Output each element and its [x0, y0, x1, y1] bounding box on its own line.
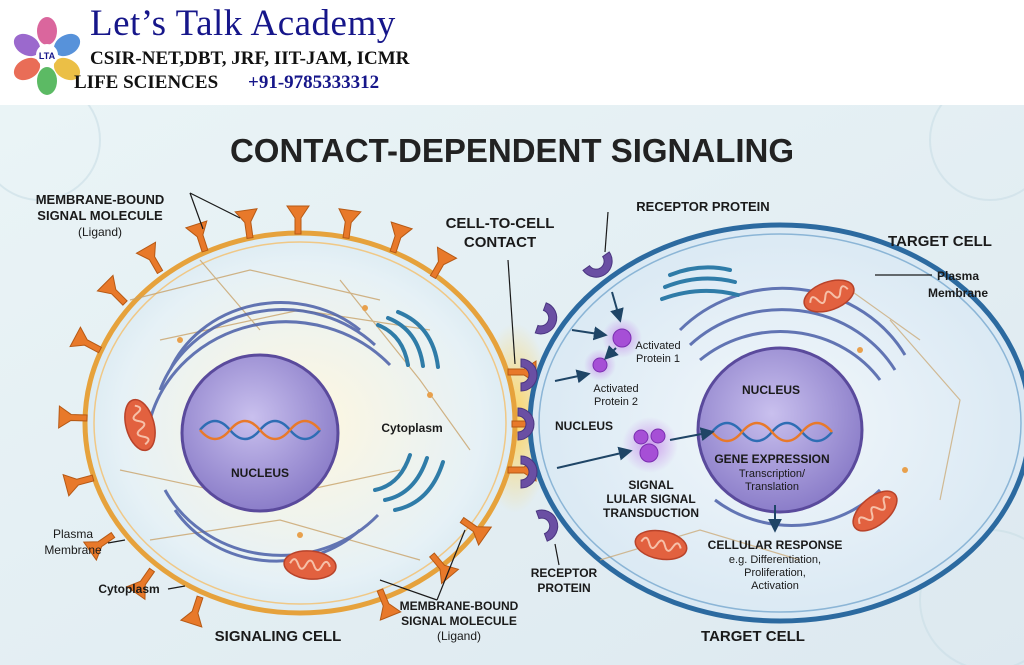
- label-response-1: CELLULAR RESPONSE: [708, 538, 843, 552]
- diagram-labels: MEMBRANE-BOUND SIGNAL MOLECULE (Ligand) …: [36, 192, 992, 645]
- label-gene-expression: GENE EXPRESSION: [714, 452, 829, 466]
- signaling-cell: [82, 230, 518, 616]
- label-response-2: e.g. Differentiation,: [729, 554, 821, 566]
- label-target-cell-top: TARGET CELL: [888, 233, 992, 250]
- label-transduction-2: LULAR SIGNAL: [606, 492, 695, 506]
- label-activated-1-a: Activated: [635, 340, 680, 352]
- label-nucleus-middle: NUCLEUS: [555, 419, 613, 433]
- brand-name: Let’s Talk Academy: [90, 3, 396, 44]
- label-ligand-top-3: (Ligand): [78, 225, 122, 239]
- brand-exams: CSIR-NET,DBT, JRF, IIT-JAM, ICMR: [90, 48, 410, 69]
- brand-subject: LIFE SCIENCES: [74, 72, 219, 93]
- label-transcription: Transcription/: [739, 468, 806, 480]
- academy-header: LTA Let’s Talk Academy CSIR-NET,DBT, JRF…: [0, 0, 1024, 105]
- label-contact-1: CELL-TO-CELL: [446, 215, 555, 232]
- label-ligand-top-1: MEMBRANE-BOUND: [36, 192, 165, 207]
- label-cytoplasm-left: Cytoplasm: [98, 582, 159, 596]
- label-plasma-left-1: Plasma: [53, 527, 93, 541]
- label-ligand-bottom-3: (Ligand): [437, 629, 481, 643]
- label-ligand-bottom-2: SIGNAL MOLECULE: [401, 614, 517, 628]
- target-cell: [527, 222, 1024, 624]
- label-contact-2: CONTACT: [464, 234, 536, 251]
- label-pointer-lines: [107, 192, 932, 601]
- signal-arrows: [554, 291, 782, 533]
- label-response-3: Proliferation,: [744, 567, 806, 579]
- label-plasma-right-1: Plasma: [937, 269, 979, 283]
- label-ligand-top-2: SIGNAL MOLECULE: [37, 208, 163, 223]
- label-transduction-3: TRANSDUCTION: [603, 506, 699, 520]
- label-receptor-bottom-2: PROTEIN: [537, 581, 590, 595]
- label-activated-2-a: Activated: [593, 383, 638, 395]
- diagram-title: CONTACT-DEPENDENT SIGNALING: [230, 132, 794, 169]
- label-plasma-left-2: Membrane: [44, 543, 102, 557]
- label-ligand-bottom-1: MEMBRANE-BOUND: [400, 599, 519, 613]
- academy-logo-icon: LTA: [13, 17, 81, 95]
- label-receptor-bottom-1: RECEPTOR: [531, 566, 598, 580]
- label-nucleus-left: NUCLEUS: [231, 466, 289, 480]
- label-transduction-1: SIGNAL: [628, 478, 673, 492]
- label-signaling-cell: SIGNALING CELL: [215, 628, 342, 645]
- svg-text:LTA: LTA: [39, 51, 56, 61]
- label-target-cell-bottom: TARGET CELL: [701, 628, 805, 645]
- contact-signaling-diagram: CONTACT-DEPENDENT SIGNALING: [0, 105, 1024, 665]
- label-activated-2-b: Protein 2: [594, 396, 638, 408]
- label-nucleus-right: NUCLEUS: [742, 383, 800, 397]
- label-cytoplasm-middle: Cytoplasm: [381, 421, 442, 435]
- label-plasma-right-2: Membrane: [928, 286, 988, 300]
- brand-phone: +91-9785333312: [248, 72, 380, 93]
- label-activated-1-b: Protein 1: [636, 353, 680, 365]
- label-response-4: Activation: [751, 580, 799, 592]
- label-translation: Translation: [745, 481, 799, 493]
- label-receptor-top: RECEPTOR PROTEIN: [636, 199, 769, 214]
